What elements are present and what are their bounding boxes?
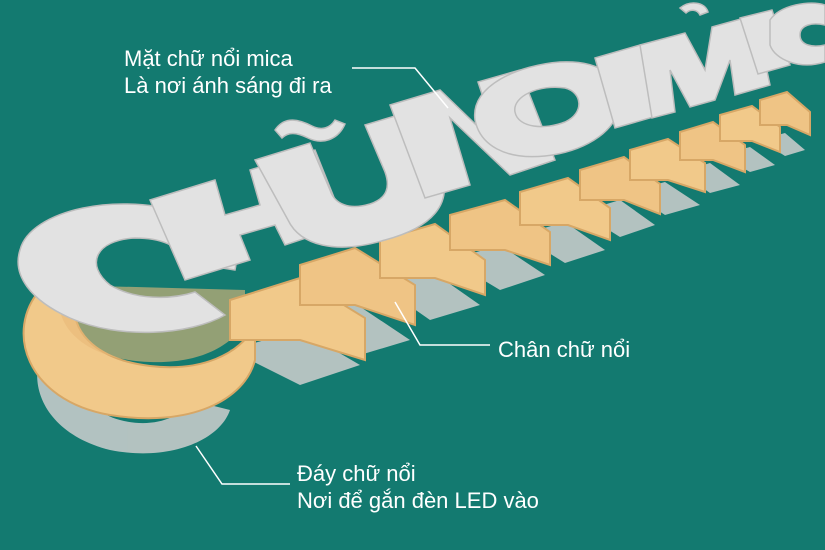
callout-lines	[195, 67, 490, 485]
face-letter-m	[639, 14, 771, 119]
callout-line-face	[352, 67, 449, 109]
callout-leg-label: Chân chữ nổi	[498, 336, 630, 363]
callout-leg-line1: Chân chữ nổi	[498, 337, 631, 362]
letter-face-layer	[17, 2, 825, 334]
callout-base-line1: Đáy chữ nổi	[297, 461, 416, 486]
callout-base-label: Đáy chữ nổi Nơi để gắn đèn LED vào	[297, 460, 539, 514]
face-letter-o	[474, 61, 622, 158]
face-accent	[678, 2, 709, 16]
callout-line-base	[195, 445, 290, 485]
face-letter-i2	[739, 9, 791, 75]
callout-base-line2: Nơi để gắn đèn LED vào	[297, 488, 539, 513]
face-letter-c2	[769, 2, 825, 66]
callout-face-line1: Mặt chữ nổi mica	[124, 46, 293, 71]
callout-face-line2: Là nơi ánh sáng đi ra	[124, 73, 332, 98]
face-tilde	[274, 119, 346, 142]
callout-line-leg	[394, 301, 490, 346]
callout-face-label: Mặt chữ nổi mica Là nơi ánh sáng đi ra	[124, 45, 332, 99]
